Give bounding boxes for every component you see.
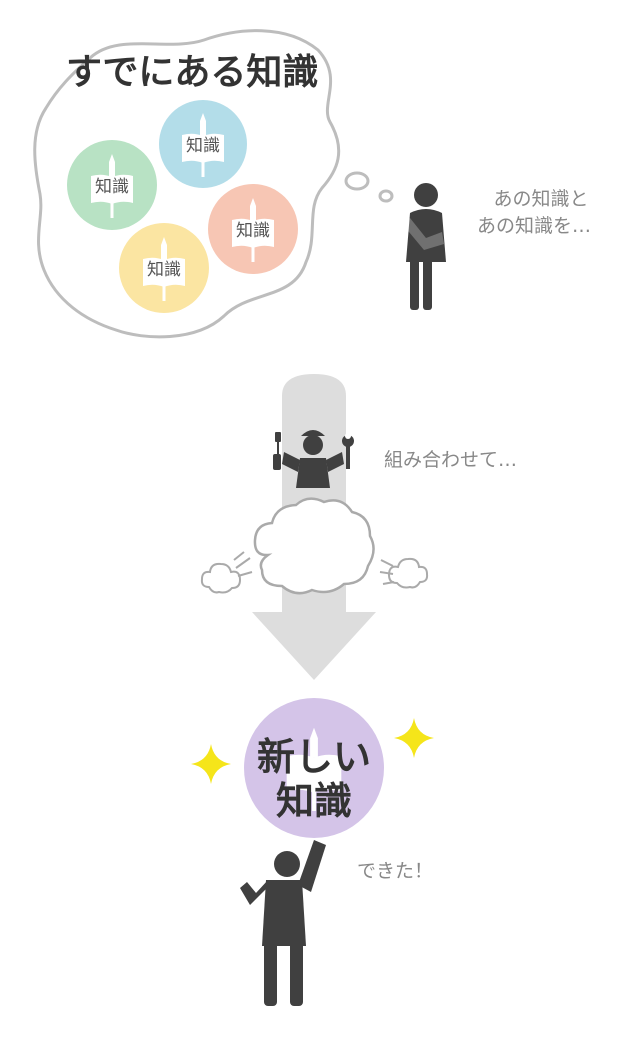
sparkle-icon-left: [191, 744, 231, 784]
smoke-puff-left: [200, 551, 253, 594]
person-celebrating-icon: [240, 840, 326, 1006]
new-knowledge-line2: 知識: [276, 779, 352, 823]
thought-title: すでにある知識: [66, 52, 318, 93]
thinker-caption-line2: あの知識を…: [477, 215, 591, 237]
bubble-label: 知識: [236, 221, 270, 241]
thinker-caption-line1: あの知識と: [493, 188, 588, 210]
knowledge-bubble-green: 知識: [67, 140, 157, 230]
knowledge-bubble-yellow: 知識: [119, 223, 209, 313]
new-knowledge-bubble: 新しい 知識: [244, 698, 384, 838]
smoke-puff-right: [379, 557, 429, 589]
person-thinking-icon: [404, 183, 446, 310]
smoke-cloud-icon: [253, 497, 375, 595]
thought-dot-large: [344, 171, 370, 191]
result-caption: できた！: [357, 860, 433, 882]
new-knowledge-line1: 新しい: [257, 735, 371, 779]
mechanic-icon: [273, 430, 354, 488]
knowledge-bubble-blue: 知識: [159, 100, 247, 188]
bubble-label: 知識: [95, 177, 129, 197]
process-caption: 組み合わせて…: [384, 449, 517, 471]
bubble-label: 知識: [147, 260, 181, 280]
bubble-label: 知識: [186, 136, 220, 156]
knowledge-bubble-salmon: 知識: [208, 184, 298, 274]
thought-dot-small: [378, 189, 394, 203]
sparkle-icon-right: [394, 718, 434, 758]
